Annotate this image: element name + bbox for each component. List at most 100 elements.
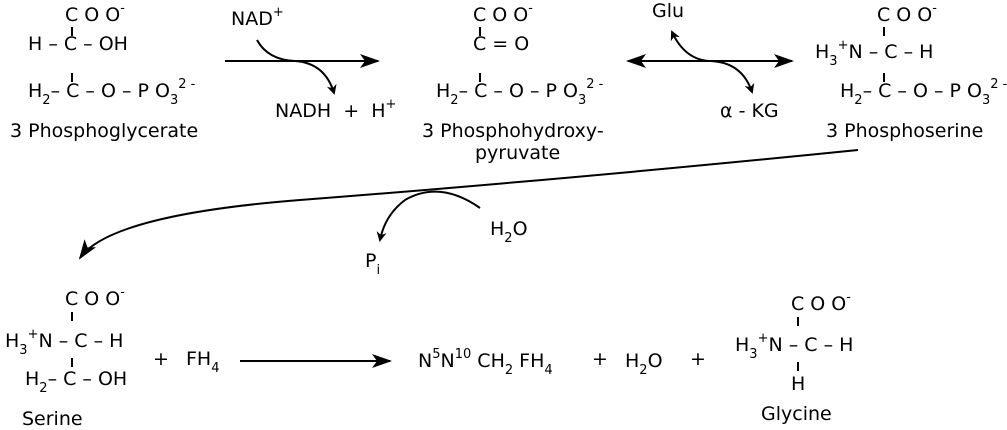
serine-carboxyl: C O O-: [65, 285, 125, 313]
superscript: +: [272, 5, 284, 20]
serine-row2: H3+N – C – H: [5, 327, 124, 358]
formula-text: H – C – OH: [28, 33, 128, 55]
formula-text: C O O: [65, 288, 121, 310]
phosphoserine-row2: H3+N – C – H: [815, 38, 934, 69]
formula-text: H: [791, 373, 806, 395]
superscript: +: [385, 97, 397, 112]
subscript: 2: [639, 363, 648, 378]
phosphohydroxypyruvate-row2: C = O: [473, 33, 529, 55]
formula-text: CH: [471, 350, 505, 372]
formula-text: Glu: [652, 0, 685, 22]
subscript: 3: [829, 54, 838, 69]
formula-text: H: [28, 80, 43, 102]
inorganic-phosphate: Pi: [365, 250, 381, 278]
formula-text: NADH + H: [275, 100, 386, 122]
water-in: H2O: [490, 218, 528, 246]
bond: [883, 73, 885, 82]
plus-sign: +: [592, 348, 608, 370]
subscript: 2: [450, 93, 459, 108]
formula-text: H: [436, 80, 451, 102]
formula-text: H: [25, 368, 40, 390]
phosphohydroxypyruvate-carboxyl: C O O-: [473, 1, 533, 29]
formula-text: – C – O – P O: [50, 80, 170, 102]
bond: [797, 317, 799, 326]
plus-sign: +: [690, 348, 706, 370]
formula-text: N: [440, 350, 455, 372]
phosphohydroxypyruvate-label-1: 3 Phosphohydroxy-: [422, 120, 604, 142]
superscript: -: [846, 290, 851, 305]
phosphohydroxypyruvate-label-2: pyruvate: [475, 142, 561, 164]
glycine-label: Glycine: [761, 403, 832, 425]
formula-text: C O O: [791, 293, 847, 315]
bond: [479, 73, 481, 82]
formula-text: – C – OH: [47, 368, 128, 390]
formula-text: N – C – H: [848, 41, 934, 63]
glycine-row2: H3+N – C – H: [735, 331, 854, 362]
water-phosphate-curve-arrow: [376, 190, 481, 242]
formula-text: O: [647, 350, 663, 372]
phosphoserine-carboxyl: C O O-: [877, 1, 937, 29]
subscript: 3: [577, 93, 587, 108]
glycine-row3: H: [791, 373, 805, 395]
superscript: +: [27, 327, 39, 342]
formula-text: N – C – H: [768, 334, 854, 356]
bond: [71, 73, 73, 82]
subscript: 2: [42, 93, 51, 108]
bond: [479, 27, 481, 36]
glycine-carboxyl: C O O-: [791, 290, 851, 318]
phosphoserine-row3: H2– C – O – P O32 -: [840, 77, 1007, 108]
superscript: -: [528, 1, 533, 16]
nad-curve-arrow: [256, 39, 337, 95]
glutamate: Glu: [652, 0, 684, 22]
formula-text: P: [365, 250, 377, 272]
subscript: 4: [544, 363, 553, 378]
subscript: i: [376, 263, 381, 278]
formula-text: H: [490, 218, 505, 240]
glu-curve-arrow: [670, 30, 711, 62]
bond: [71, 358, 73, 367]
serine-row3: H2– C – OH: [25, 368, 128, 396]
nadh-h-plus: NADH + H+: [275, 97, 397, 125]
subscript: 2: [854, 93, 863, 108]
bond: [71, 27, 73, 36]
superscript: 2: [178, 77, 187, 92]
superscript: 5: [432, 347, 441, 362]
tetrahydrofolate: FH4: [186, 348, 220, 376]
formula-text: H: [840, 80, 855, 102]
methylene-tetrahydrofolate: N5N10 CH2 FH4: [418, 347, 553, 378]
formula-text: H: [625, 350, 640, 372]
phosphohydroxypyruvate-row3: H2– C – O – P O32 -: [436, 77, 603, 108]
superscript: 2: [990, 77, 999, 92]
phosphoglycerate-row2: H – C – OH: [28, 33, 128, 55]
akg-curve-arrow: [709, 60, 755, 94]
superscript: -: [186, 77, 196, 92]
superscript: -: [998, 77, 1007, 92]
superscript: -: [120, 285, 125, 300]
formula-text: – C – O – P O: [862, 80, 982, 102]
formula-text: – C – O – P O: [458, 80, 578, 102]
formula-text: N – C – H: [38, 330, 124, 352]
bond: [883, 27, 885, 36]
formula-text: O: [512, 218, 528, 240]
phosphoserine-label: 3 Phosphoserine: [826, 120, 984, 142]
formula-text: H: [815, 41, 830, 63]
formula-text: C = O: [473, 33, 530, 55]
subscript: 3: [19, 343, 28, 358]
nad-plus: NAD+: [231, 5, 284, 33]
superscript: 10: [454, 347, 472, 362]
phosphoglycerate-carboxyl: C O O-: [65, 1, 125, 29]
superscript: -: [932, 1, 937, 16]
subscript: 3: [981, 93, 991, 108]
formula-text: α - KG: [720, 100, 779, 122]
bond: [797, 362, 799, 371]
plus-sign: +: [153, 348, 169, 370]
subscript: 4: [211, 361, 220, 376]
formula-text: C O O: [65, 4, 121, 26]
subscript: 2: [504, 363, 514, 378]
phosphoglycerate-row3: H2– C – O – P O32 -: [28, 77, 196, 108]
bond: [71, 312, 73, 321]
subscript: 2: [504, 231, 513, 246]
superscript: 2: [586, 77, 595, 92]
